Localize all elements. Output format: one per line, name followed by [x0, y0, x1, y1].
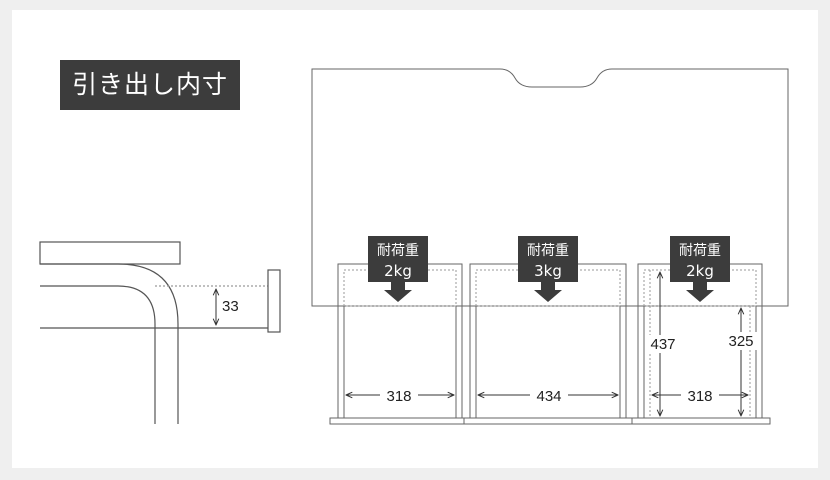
load-label-bg-3 — [670, 236, 730, 282]
diagram-title: 引き出し内寸 — [60, 60, 240, 110]
drawer-width-3: 318 — [687, 388, 712, 405]
frame-outer-curve — [40, 263, 179, 424]
floor-rail-1 — [329, 417, 465, 425]
desk-top-panel — [311, 68, 789, 307]
load-value-3: 2kg — [686, 262, 714, 280]
depth-label-bg-right — [724, 332, 758, 350]
load-caption-2: 耐荷重 — [527, 243, 569, 259]
load-value-1: 2kg — [384, 262, 412, 280]
down-arrow-icon — [384, 282, 412, 302]
width-label-bg-3 — [681, 386, 719, 404]
load-caption-1: 耐荷重 — [377, 243, 419, 259]
floor-rail-3 — [631, 417, 771, 425]
drawer-width-2: 434 — [536, 388, 561, 405]
floor-rail-2 — [463, 417, 633, 425]
side-section-view — [39, 241, 281, 424]
down-arrow-icon — [534, 282, 562, 302]
depth-value-left: 437 — [650, 336, 675, 353]
load-label-1: 耐荷重 2kg — [368, 236, 428, 302]
load-label-3: 耐荷重 2kg — [670, 236, 730, 302]
frame-inner-curve — [40, 285, 156, 424]
drawer-front-section — [267, 269, 281, 333]
load-caption-3: 耐荷重 — [679, 243, 721, 259]
depth-value-right: 325 — [728, 333, 753, 350]
width-label-bg-2 — [530, 386, 568, 404]
drawer-width-1: 318 — [386, 388, 411, 405]
depth-label-bg-left — [648, 335, 680, 353]
load-value-2: 3kg — [534, 262, 562, 280]
width-label-bg-1 — [380, 386, 418, 404]
down-arrow-icon — [686, 282, 714, 302]
height-dimension-value: 33 — [222, 298, 239, 315]
load-label-bg-2 — [518, 236, 578, 282]
top-panel-section — [39, 241, 181, 265]
load-label-bg-1 — [368, 236, 428, 282]
load-label-2: 耐荷重 3kg — [518, 236, 578, 302]
